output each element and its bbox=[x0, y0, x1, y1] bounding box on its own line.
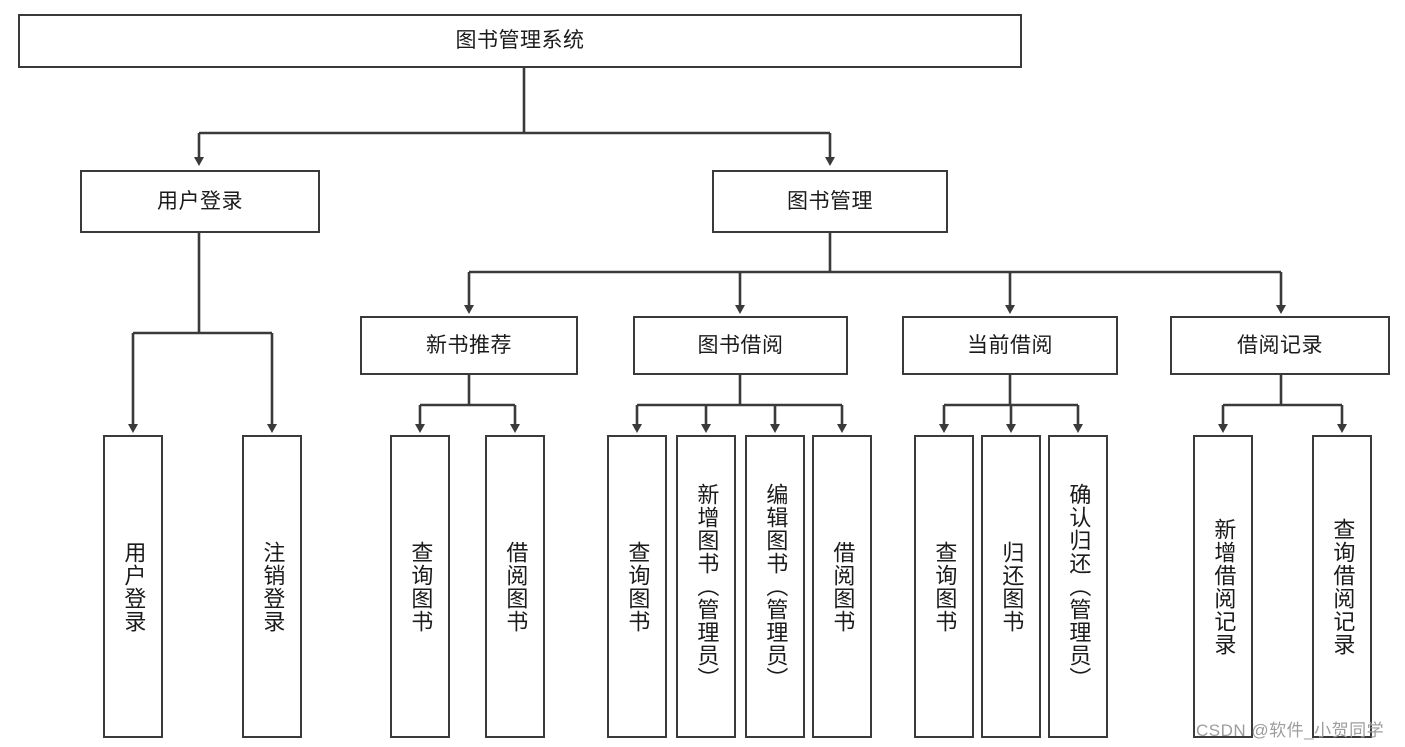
leaf-user-login-label: 用户登录 bbox=[121, 540, 147, 633]
leaf-borrow-book-2[interactable]: 借阅图书 bbox=[812, 435, 872, 738]
node-root[interactable]: 图书管理系统 bbox=[18, 14, 1022, 68]
leaf-add-record[interactable]: 新增借阅记录 bbox=[1193, 435, 1253, 738]
node-current-borrow[interactable]: 当前借阅 bbox=[902, 316, 1118, 375]
leaf-borrow-book-1-label: 借阅图书 bbox=[503, 540, 529, 633]
leaf-query-book-1[interactable]: 查询图书 bbox=[390, 435, 450, 738]
csdn-watermark: CSDN @软件_小贺同学 bbox=[1196, 721, 1385, 740]
node-borrow-record[interactable]: 借阅记录 bbox=[1170, 316, 1390, 375]
leaf-confirm-return[interactable]: 确认归还（管理员） bbox=[1048, 435, 1108, 738]
node-current-borrow-label: 当前借阅 bbox=[967, 333, 1053, 357]
leaf-query-record[interactable]: 查询借阅记录 bbox=[1312, 435, 1372, 738]
node-book-management-label: 图书管理 bbox=[787, 189, 873, 213]
leaf-confirm-return-label: 确认归还（管理员） bbox=[1066, 483, 1092, 690]
node-new-book-recommend-label: 新书推荐 bbox=[426, 333, 512, 357]
leaf-logout-login-label: 注销登录 bbox=[260, 540, 286, 633]
leaf-return-book[interactable]: 归还图书 bbox=[981, 435, 1041, 738]
leaf-query-book-3-label: 查询图书 bbox=[932, 540, 958, 633]
leaf-logout-login[interactable]: 注销登录 bbox=[242, 435, 302, 738]
leaf-query-book-2[interactable]: 查询图书 bbox=[607, 435, 667, 738]
node-book-management[interactable]: 图书管理 bbox=[712, 170, 948, 233]
leaf-edit-book[interactable]: 编辑图书（管理员） bbox=[745, 435, 805, 738]
node-user-login[interactable]: 用户登录 bbox=[80, 170, 320, 233]
node-user-login-label: 用户登录 bbox=[157, 189, 243, 213]
leaf-query-book-3[interactable]: 查询图书 bbox=[914, 435, 974, 738]
leaf-edit-book-label: 编辑图书（管理员） bbox=[763, 483, 789, 690]
leaf-add-record-label: 新增借阅记录 bbox=[1211, 517, 1237, 656]
leaf-add-book-label: 新增图书（管理员） bbox=[694, 483, 720, 690]
leaf-query-book-1-label: 查询图书 bbox=[408, 540, 434, 633]
leaf-borrow-book-2-label: 借阅图书 bbox=[830, 540, 856, 633]
node-book-borrow-label: 图书借阅 bbox=[697, 333, 784, 357]
node-book-borrow[interactable]: 图书借阅 bbox=[633, 316, 848, 375]
node-root-label: 图书管理系统 bbox=[455, 29, 585, 53]
node-new-book-recommend[interactable]: 新书推荐 bbox=[360, 316, 578, 375]
leaf-return-book-label: 归还图书 bbox=[999, 540, 1025, 633]
leaf-query-book-2-label: 查询图书 bbox=[625, 540, 651, 633]
leaf-user-login[interactable]: 用户登录 bbox=[103, 435, 163, 738]
leaf-query-record-label: 查询借阅记录 bbox=[1330, 517, 1356, 656]
node-borrow-record-label: 借阅记录 bbox=[1237, 333, 1323, 357]
leaf-add-book[interactable]: 新增图书（管理员） bbox=[676, 435, 736, 738]
leaf-borrow-book-1[interactable]: 借阅图书 bbox=[485, 435, 545, 738]
